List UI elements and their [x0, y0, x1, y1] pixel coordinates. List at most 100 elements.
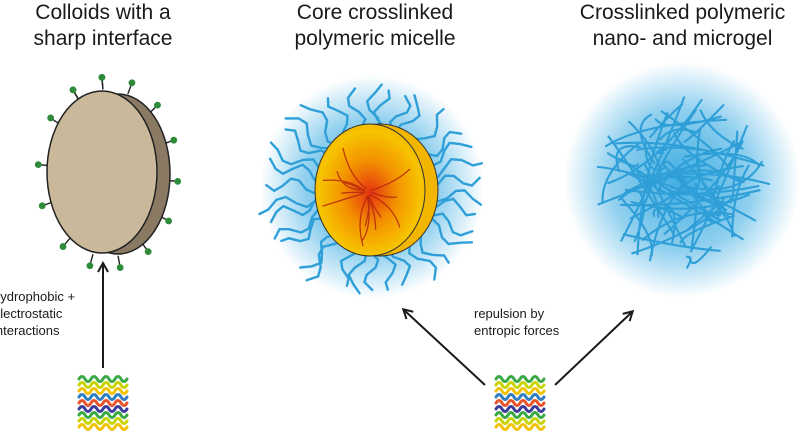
protein-helix [494, 423, 546, 431]
corona-chain [280, 217, 324, 243]
gel-strand [607, 135, 675, 235]
gel-strand [636, 112, 669, 256]
micelle [258, 75, 484, 299]
corona-chain [268, 157, 317, 182]
protein-icon [494, 375, 546, 431]
ligand-tip [144, 248, 152, 256]
core-chain [322, 192, 365, 207]
gel-strand [652, 207, 685, 219]
gel-strand [690, 182, 698, 249]
title-microgel: Crosslinked polymeric nano- and microgel [565, 0, 800, 52]
ligand-tip [165, 217, 173, 225]
ligand-tip [59, 243, 67, 250]
ligand-tip [116, 264, 124, 271]
protein-helix [77, 399, 129, 407]
corona-chain [284, 117, 336, 150]
gel-strand [644, 108, 697, 204]
core-chain [359, 195, 369, 247]
label-hydrophobic-line-3: interactions [0, 323, 60, 338]
gel-strand [663, 140, 744, 235]
gel-strand [676, 174, 721, 196]
protein-helix [77, 387, 129, 395]
corona-chain [265, 177, 316, 195]
gel-strand [606, 152, 639, 168]
label-repulsion: repulsion by entropic forces [474, 305, 559, 339]
protein-icon [77, 375, 129, 431]
protein-helix [77, 423, 129, 431]
colloid-particle [34, 73, 182, 271]
label-hydrophobic-line-2: electrostatic [0, 306, 63, 321]
ligand-tip [86, 262, 94, 270]
title-micelle-line-1: Core crosslinked [296, 1, 454, 24]
gel-strand [705, 213, 722, 224]
protein-helix [494, 375, 546, 383]
label-hydrophobic-line-1: hydrophobic + [0, 289, 76, 304]
label-repulsion-line-2: entropic forces [474, 323, 560, 338]
core-chain [336, 171, 366, 191]
ligand-tip [128, 79, 136, 87]
core-chain [361, 195, 370, 241]
gel-strand [629, 193, 676, 220]
gel-strand [658, 128, 699, 141]
gel-strand [662, 160, 685, 186]
ligand-tip [98, 73, 106, 81]
ligand-tip [174, 177, 182, 185]
ligand-tip [47, 114, 55, 122]
microgel-network [596, 96, 771, 269]
gel-strand [683, 104, 725, 143]
ligand-tip [170, 136, 178, 144]
gel-strand [649, 179, 687, 262]
label-repulsion-line-1: repulsion by [474, 306, 545, 321]
protein-helix [77, 405, 129, 413]
core-chain [370, 168, 411, 191]
gel-strand [623, 175, 713, 195]
gel-strand [665, 205, 676, 244]
colloid-ligands [34, 73, 182, 271]
gel-strand [639, 113, 656, 165]
corona-chain [269, 141, 321, 170]
gel-strand [699, 109, 744, 150]
title-colloid-line-2: sharp interface [33, 27, 173, 50]
arrow-protein-to-micelle [404, 310, 486, 386]
gel-strand [622, 233, 721, 252]
gel-strand [687, 158, 701, 191]
title-microgel-line-2: nano- and microgel [592, 27, 773, 50]
label-hydrophobic-interactions: hydrophobic + electrostatic interactions [0, 288, 75, 339]
corona-chain [258, 195, 317, 216]
colloid-face [46, 90, 158, 254]
title-colloid-line-1: Colloids with a [35, 1, 171, 24]
corona-chain [284, 128, 330, 155]
protein-helix [77, 375, 129, 383]
ligand-tip [69, 86, 77, 94]
corona-chain [299, 104, 340, 147]
corona-chain [305, 237, 347, 282]
gel-strand [654, 115, 722, 127]
core-chain [368, 194, 382, 218]
gel-strand [685, 255, 692, 269]
corona-chain [273, 208, 320, 240]
protein-helix [494, 393, 546, 401]
protein-helix [494, 405, 546, 413]
core-chain [342, 147, 367, 190]
core-chain [370, 194, 401, 228]
protein-helix [77, 381, 129, 389]
corona-chain [427, 157, 484, 179]
gel-strand [601, 142, 640, 204]
title-colloid: Colloids with a sharp interface [0, 0, 206, 52]
title-micelle: Core crosslinked polymeric micelle [265, 0, 485, 52]
ligand-tip [154, 101, 161, 109]
title-micelle-line-2: polymeric micelle [294, 27, 456, 50]
protein-helix [494, 387, 546, 395]
gel-strand [619, 189, 761, 207]
microgel [564, 62, 800, 298]
ligand-tip [34, 161, 42, 169]
arrow-protein-to-microgel [554, 312, 632, 386]
ligand-tip [38, 202, 46, 210]
gel-strand [731, 164, 750, 238]
gel-strand [596, 165, 728, 211]
protein-helix [77, 411, 129, 419]
gel-strand [613, 141, 765, 167]
protein-helix [77, 417, 129, 425]
corona-chain [299, 234, 341, 269]
gel-strand [660, 110, 730, 168]
